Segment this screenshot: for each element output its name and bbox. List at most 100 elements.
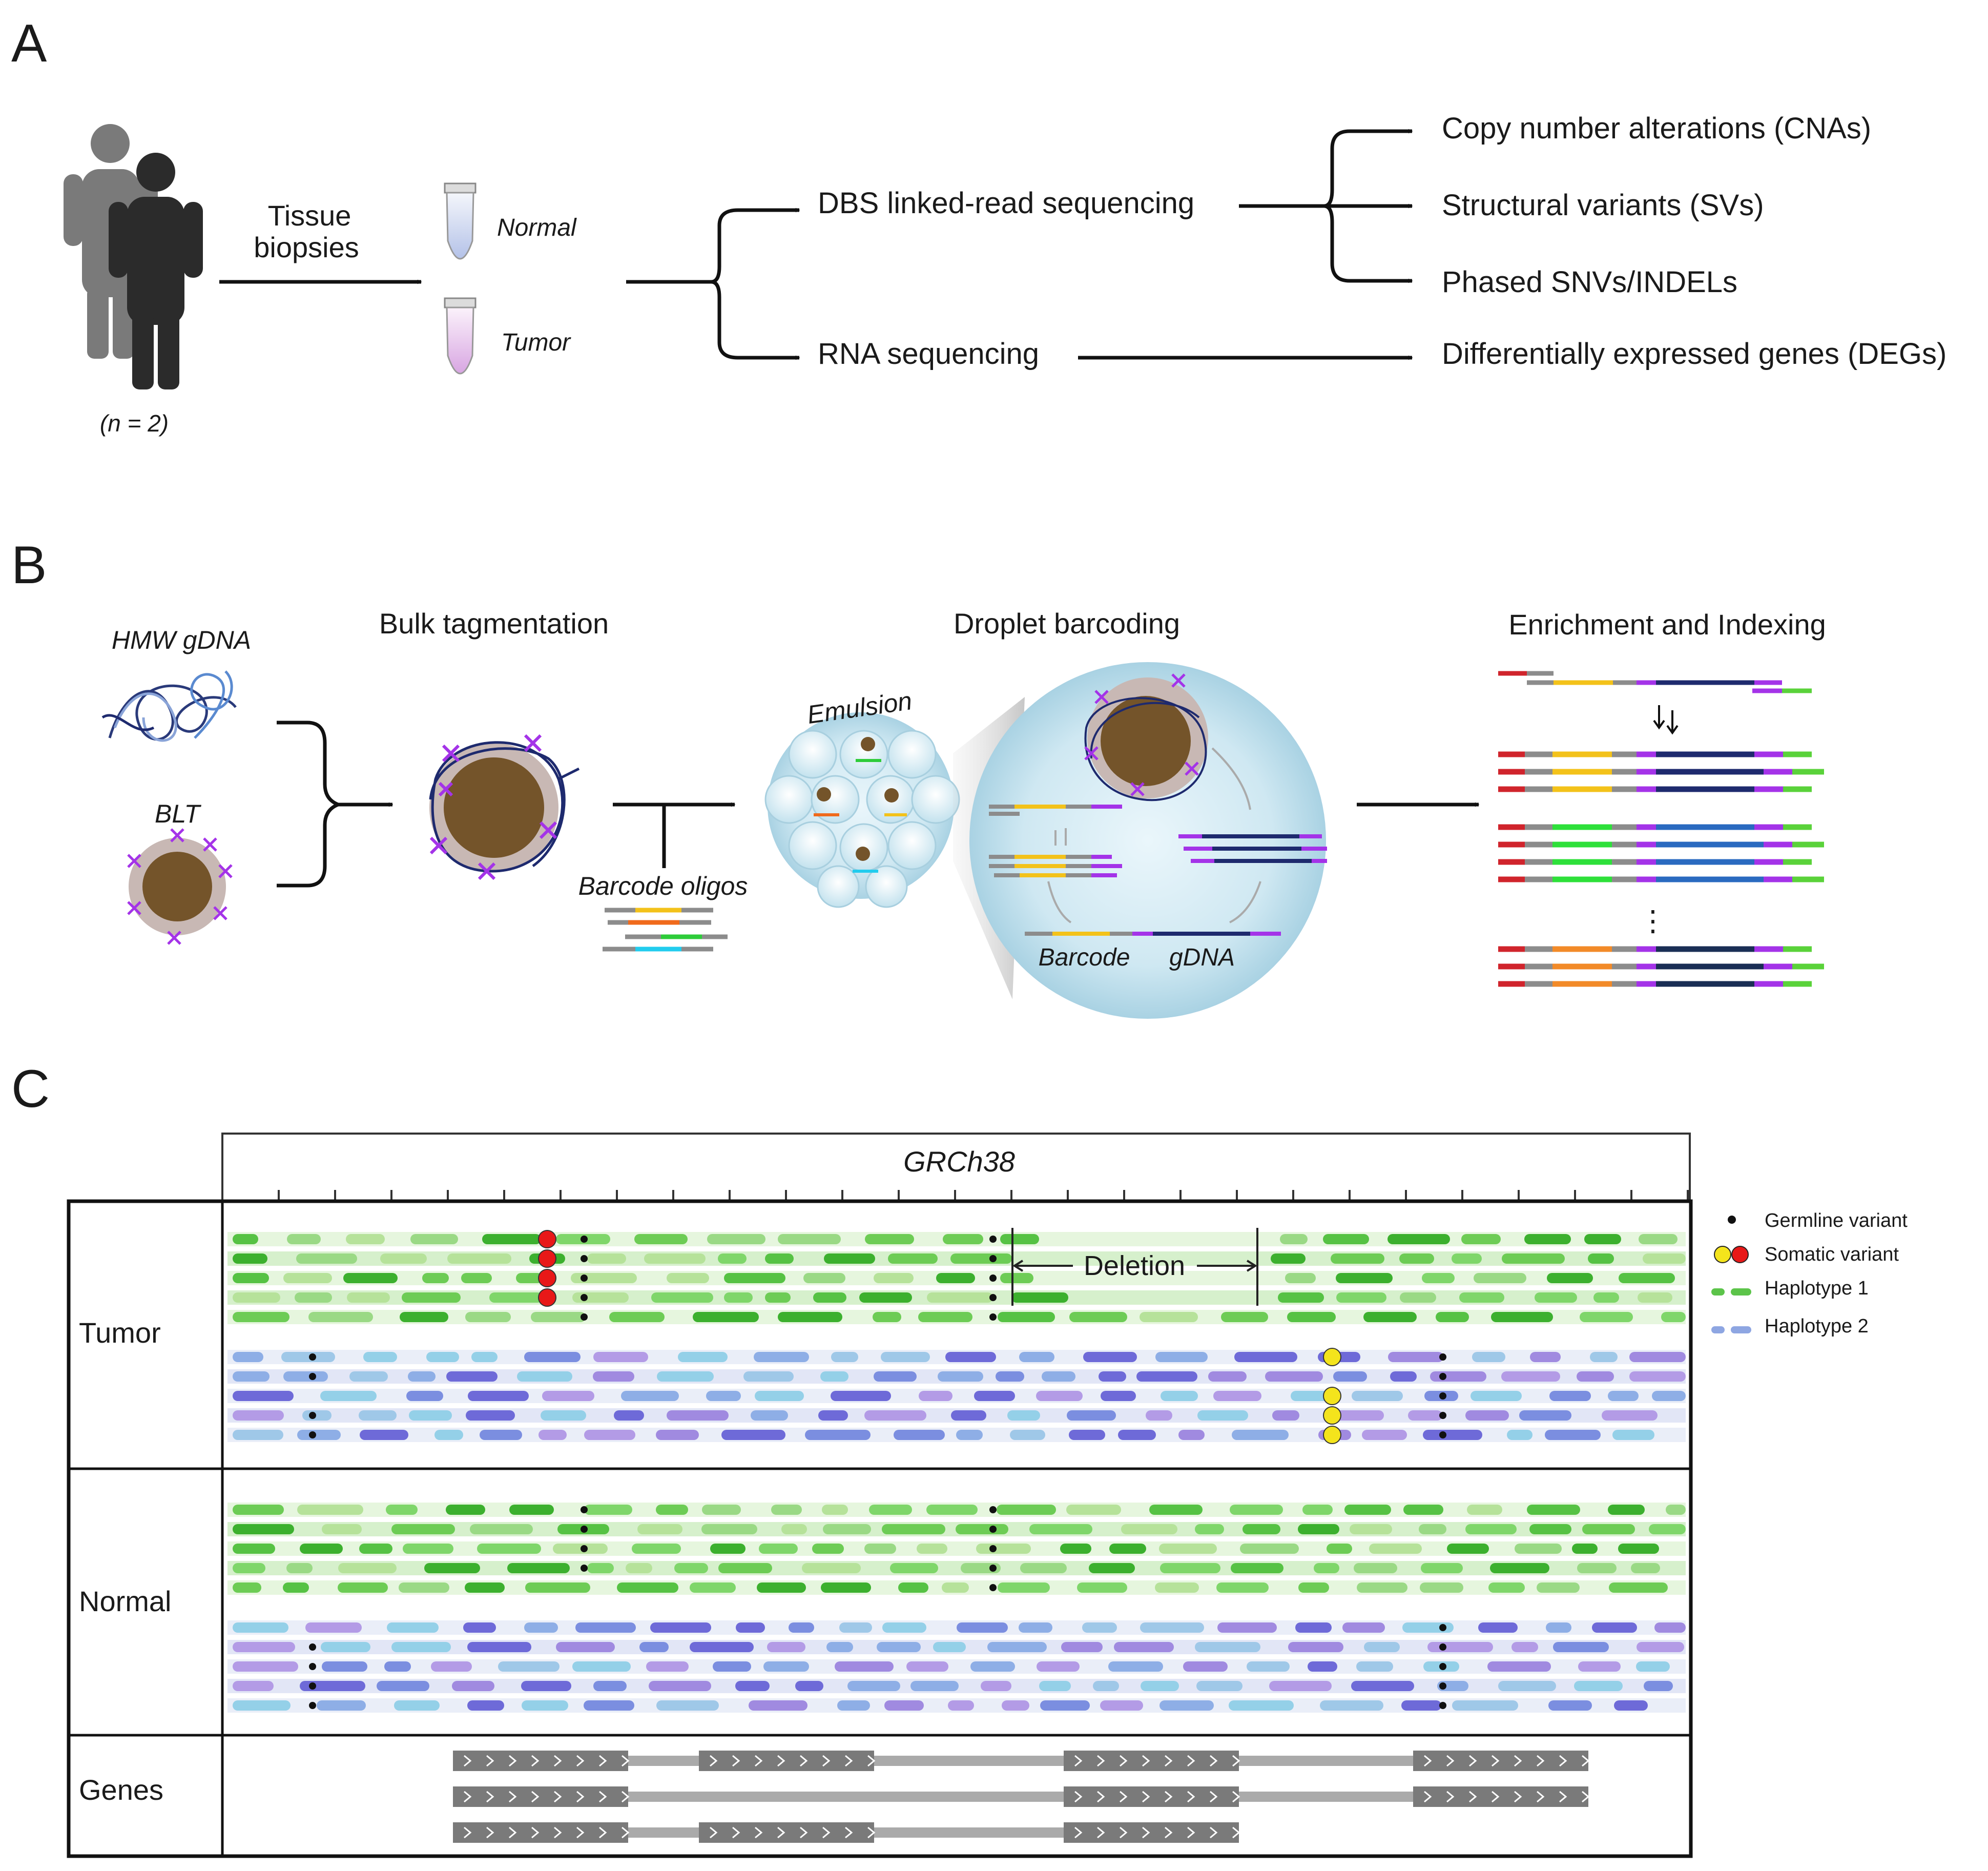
read-block	[1644, 1681, 1673, 1691]
read-block	[650, 1622, 711, 1633]
read-block	[1487, 1661, 1551, 1672]
read-block	[1577, 1371, 1614, 1382]
read-block	[1140, 1312, 1198, 1322]
gene-exon	[1064, 1751, 1239, 1771]
strand-chevron	[1142, 1791, 1150, 1803]
strand-chevron	[822, 1826, 831, 1839]
read-block	[1295, 1622, 1332, 1633]
read-block	[1388, 1352, 1443, 1362]
strand-chevron	[1210, 1826, 1218, 1839]
germline-variant	[989, 1236, 997, 1243]
strand-chevron	[1097, 1755, 1105, 1767]
read-block	[1590, 1352, 1618, 1362]
read-block	[1291, 1391, 1329, 1401]
read-block	[724, 1273, 785, 1283]
read-block	[295, 1292, 332, 1303]
deletion-label: Deletion	[1084, 1250, 1185, 1281]
read-block	[765, 1292, 791, 1303]
read-block	[898, 1582, 928, 1593]
read-block	[718, 1253, 747, 1264]
germline-variant	[1439, 1431, 1446, 1438]
strand-chevron	[1142, 1755, 1150, 1767]
read-block	[386, 1505, 418, 1515]
read-block	[933, 1642, 966, 1652]
blt-bead-icon	[127, 828, 233, 945]
read-block	[359, 1544, 392, 1554]
read-block	[233, 1642, 295, 1652]
read-block	[1327, 1544, 1352, 1554]
somatic-variant-red	[538, 1288, 556, 1307]
germline-variant	[1439, 1373, 1446, 1380]
read-block	[1140, 1622, 1204, 1633]
tube-normal-icon	[444, 182, 477, 260]
read-block	[1019, 1622, 1052, 1633]
strand-chevron	[1424, 1791, 1432, 1803]
read-block	[1400, 1292, 1436, 1303]
read-block	[1661, 1312, 1686, 1322]
read-block	[1060, 1544, 1091, 1554]
read-block	[874, 1371, 917, 1382]
dbs-label: DBS linked-read sequencing	[818, 187, 1194, 220]
strand-chevron	[464, 1791, 472, 1803]
read-block	[917, 1544, 947, 1554]
read-block	[509, 1505, 554, 1515]
read-block	[408, 1371, 436, 1382]
read-block	[1010, 1430, 1045, 1440]
read-block	[718, 1563, 772, 1573]
panel-c: C GRCh38 Tumor Normal Genes Deletion Ger…	[11, 1059, 1908, 1858]
strand-chevron	[1097, 1826, 1105, 1839]
strand-chevron	[1165, 1755, 1173, 1767]
read-block	[956, 1524, 1008, 1534]
strand-chevron	[464, 1826, 472, 1839]
read-block	[873, 1312, 901, 1322]
strand-chevron	[509, 1826, 517, 1839]
read-block	[422, 1273, 449, 1283]
read-block	[1546, 1622, 1571, 1633]
read-block	[399, 1582, 449, 1593]
barcode-oligos-label: Barcode oligos	[578, 872, 748, 900]
read-block	[735, 1681, 770, 1691]
read-block	[839, 1622, 872, 1633]
read-block	[1002, 1700, 1029, 1711]
read-block	[426, 1352, 459, 1362]
strand-chevron	[1232, 1791, 1240, 1803]
read-block	[1011, 1292, 1068, 1303]
germline-variant	[989, 1294, 997, 1301]
output-deg: Differentially expressed genes (DEGs)	[1442, 337, 1946, 371]
read-block	[755, 1391, 804, 1401]
germline-variant	[309, 1373, 316, 1380]
read-block	[754, 1352, 809, 1362]
germline-variant	[581, 1313, 588, 1321]
read-block	[584, 1505, 632, 1515]
read-block	[531, 1312, 586, 1322]
gene-exon	[1413, 1751, 1588, 1771]
legend-hap2-marker	[1711, 1326, 1751, 1333]
strand-chevron	[1120, 1755, 1128, 1767]
read-block	[910, 1681, 959, 1691]
read-block	[1629, 1352, 1686, 1362]
read-block	[471, 1352, 498, 1362]
strand-chevron	[576, 1826, 585, 1839]
strand-chevron	[1187, 1826, 1195, 1839]
tube-normal-label: Normal	[497, 214, 577, 241]
read-block	[1331, 1253, 1384, 1264]
read-block	[539, 1430, 567, 1440]
read-block	[233, 1700, 291, 1711]
droplet-zoom-icon: Barcode gDNA	[969, 662, 1327, 1019]
read-block	[1519, 1410, 1571, 1421]
read-block	[767, 1642, 805, 1652]
read-block	[693, 1312, 759, 1322]
read-block	[667, 1410, 729, 1421]
germline-variant	[309, 1353, 316, 1361]
read-block	[480, 1430, 522, 1440]
germline-variant	[1439, 1353, 1446, 1361]
read-block	[1314, 1563, 1339, 1573]
read-block	[1118, 1430, 1156, 1440]
read-block	[976, 1544, 1031, 1554]
read-block	[1369, 1544, 1422, 1554]
read-block	[1093, 1681, 1119, 1691]
strand-chevron	[1074, 1755, 1083, 1767]
read-block	[874, 1273, 914, 1283]
read-block	[759, 1544, 798, 1554]
germline-variant	[309, 1702, 316, 1709]
